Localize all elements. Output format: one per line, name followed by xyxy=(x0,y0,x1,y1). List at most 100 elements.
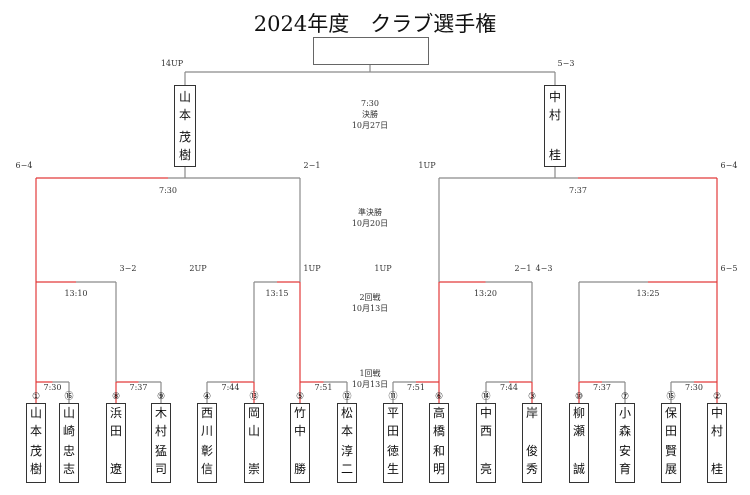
player-name-char: 小 xyxy=(618,406,631,420)
player-name-char: 村 xyxy=(154,424,167,438)
r2-match-3-score-left: 2−1 xyxy=(514,264,532,273)
player-name-char: 司 xyxy=(154,462,167,476)
player-name-char: 浜 xyxy=(109,406,122,420)
player-box: ⑧ 浜田遼 xyxy=(106,392,126,483)
player-box: ⑨ 木村猛司 xyxy=(151,392,171,483)
player-name-char: 忠 xyxy=(62,444,75,458)
sf-match-1-score-left: 1UP xyxy=(418,161,436,170)
sf-match-1-score-right: 6−4 xyxy=(720,161,738,170)
player-seed: ⑫ xyxy=(342,392,352,402)
player-name-char: 村 xyxy=(710,424,723,438)
player-name-char: 木 xyxy=(154,406,167,420)
player-name-char: 茂 xyxy=(29,444,42,458)
player-name-char: 徳 xyxy=(386,444,399,458)
r2-match-1-score-left: 2UP xyxy=(189,264,207,273)
sf-match-0-score-left: 6−4 xyxy=(15,161,33,170)
player-name-char: 二 xyxy=(340,462,353,476)
r2-match-3-score-right: 6−5 xyxy=(720,264,738,273)
player-seed: ② xyxy=(712,392,722,402)
round2-name: 2回戦 xyxy=(359,293,381,302)
player-name-char: 展 xyxy=(664,462,677,476)
player-seed: ③ xyxy=(527,392,537,402)
champion-box xyxy=(313,37,429,65)
player-name-char: 高 xyxy=(432,406,445,420)
final-time: 7:30 xyxy=(361,99,379,108)
player-name-char: 生 xyxy=(386,462,399,476)
player-seed: ⑩ xyxy=(574,392,584,402)
player-name-char: 育 xyxy=(618,462,631,476)
player-box: ⑦ 小森安育 xyxy=(615,392,635,483)
player-seed: ⑪ xyxy=(388,392,398,402)
round2-label: 2回戦 10月13日 xyxy=(352,292,388,314)
player-name-char: 中 xyxy=(479,406,492,420)
r2-match-0-score-right: 3−2 xyxy=(119,264,137,273)
player-name-char: 遼 xyxy=(109,462,122,476)
finalist-name-char: 茂 xyxy=(178,130,191,144)
player-name-char: 森 xyxy=(618,424,631,438)
player-name-char: 賢 xyxy=(664,444,677,458)
semifinal-round-label: 準決勝 10月20日 xyxy=(352,207,388,229)
finalist-name-char: 村 xyxy=(548,108,561,122)
sf-match-0-score-right: 2−1 xyxy=(303,161,321,170)
player-name-char: 田 xyxy=(109,424,122,438)
player-seed: ④ xyxy=(202,392,212,402)
r1-match-4-time: 7:51 xyxy=(407,383,425,392)
r1-match-0-time: 7:30 xyxy=(43,383,62,392)
player-name-char: 中 xyxy=(710,406,723,420)
player-seed: ⑭ xyxy=(481,392,491,402)
finalist-box-1: 中村桂 xyxy=(544,85,566,167)
semifinal-name: 準決勝 xyxy=(357,208,382,217)
r2-match-2-time: 13:20 xyxy=(473,289,498,298)
player-seed: ⑨ xyxy=(156,392,166,402)
player-name-char: 勝 xyxy=(293,462,306,476)
player-name-char: 安 xyxy=(618,444,631,458)
round1-date: 10月13日 xyxy=(351,380,389,389)
r2-match-2-score-right: 4−3 xyxy=(535,264,553,273)
player-name-char: 保 xyxy=(664,406,677,420)
r1-match-1-time: 7:37 xyxy=(129,383,148,392)
player-name-char: 彰 xyxy=(200,444,213,458)
player-name-char: 瀬 xyxy=(572,424,585,438)
player-name-char: 崇 xyxy=(247,462,260,476)
player-seed: ⑦ xyxy=(620,392,630,402)
player-name-char: 亮 xyxy=(479,462,492,476)
finalist-name-char: 山 xyxy=(178,90,191,104)
finalist-name-char: 桂 xyxy=(548,148,561,162)
r2-match-1-time: 13:15 xyxy=(265,289,289,298)
player-name-char: 淳 xyxy=(340,444,353,458)
player-box: ② 中村桂 xyxy=(707,392,727,483)
player-name-char: 柳 xyxy=(572,406,585,420)
sf-match-1-time: 7:37 xyxy=(569,186,587,195)
player-seed: ⑥ xyxy=(434,392,444,402)
player-seed: ⑤ xyxy=(295,392,305,402)
final-round-label: 7:30 決勝 10月27日 xyxy=(352,98,388,131)
r2-match-2-score-left: 1UP xyxy=(374,264,392,273)
round1-name: 1回戦 xyxy=(359,369,381,378)
player-name-char: 桂 xyxy=(710,462,723,476)
player-name-char: 山 xyxy=(62,406,75,420)
final-score-left: 14UP xyxy=(160,59,184,68)
final-score-right: 5−3 xyxy=(557,59,575,68)
player-name-char: 明 xyxy=(432,462,445,476)
player-seed: ⑧ xyxy=(111,392,121,402)
r1-match-2-time: 7:44 xyxy=(221,383,240,392)
player-name-char: 俊 xyxy=(525,444,538,458)
player-name-char: 橋 xyxy=(432,424,445,438)
player-name-char: 猛 xyxy=(154,444,167,458)
player-name-char: 松 xyxy=(340,406,353,420)
player-seed: ① xyxy=(31,392,41,402)
player-name-char: 本 xyxy=(29,424,42,438)
player-name-char: 田 xyxy=(386,424,399,438)
